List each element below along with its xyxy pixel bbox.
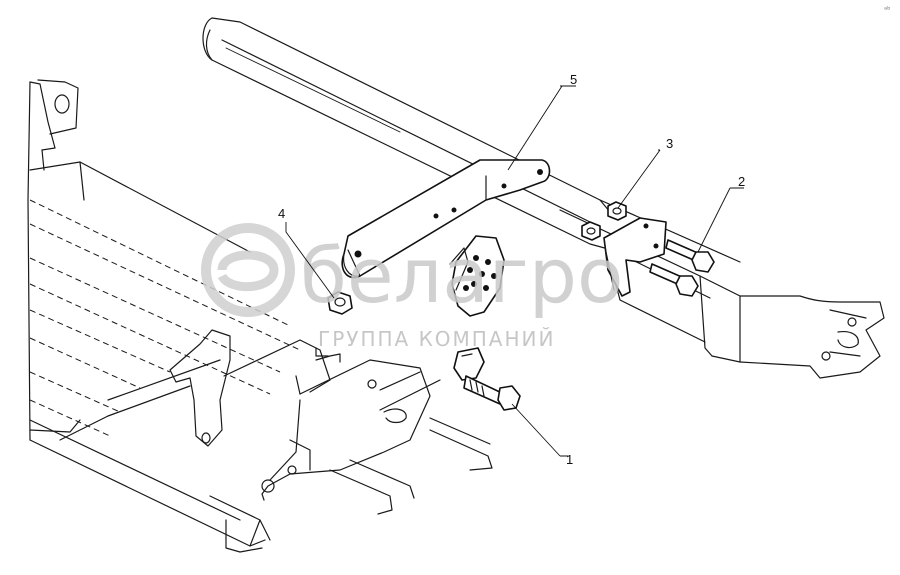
link-arm-part-5	[341, 159, 551, 279]
bolt-part-2	[649, 239, 715, 297]
bolt-part-1	[463, 375, 521, 411]
leader-5	[507, 85, 576, 171]
leader-lines	[285, 85, 744, 457]
callout-4: 4	[278, 206, 285, 221]
leader-1	[511, 403, 568, 457]
leader-2	[697, 187, 744, 253]
mounting-bracket	[603, 217, 667, 297]
leader-3	[617, 149, 661, 209]
main-frame	[27, 79, 493, 553]
right-frame-member	[559, 209, 885, 379]
corner-mark: ᵃᵇ	[884, 5, 891, 14]
leader-4	[285, 222, 335, 299]
callout-5: 5	[570, 72, 577, 87]
watermark-tagline: ГРУППА КОМПАНИЙ	[318, 327, 555, 351]
callouts: 5 4 3 2 1	[278, 72, 745, 467]
callout-3: 3	[666, 136, 673, 151]
nut-part-3	[581, 201, 627, 241]
perforated-flange	[449, 235, 505, 381]
watermark: белагро ГРУППА КОМПАНИЙ	[201, 223, 623, 351]
watermark-brand: белагро	[300, 231, 623, 320]
center-plate	[59, 329, 441, 501]
callout-1: 1	[566, 452, 573, 467]
callout-2: 2	[738, 174, 745, 189]
